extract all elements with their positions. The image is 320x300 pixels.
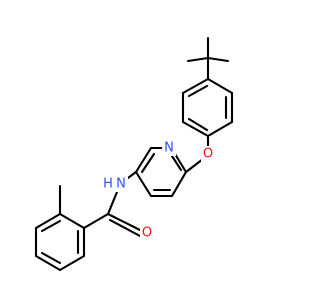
bond-tol-dbl-3 [40,219,62,233]
bond-tol-5 [34,212,62,230]
bond-ph-dbl-2 [187,117,209,132]
atom-labels: N O N H O [103,140,215,241]
mask-carbonyl-o [140,225,154,241]
bond-py-1 [173,152,188,174]
ether-oxygen-label: O [203,147,213,162]
bond-o-py [184,157,205,174]
bond-tol-2 [58,254,86,272]
bond-c-ar [82,212,110,230]
carbonyl-oxygen-label: O [142,226,152,241]
amide-nitrogen-label: N [116,177,126,192]
bond-tol-3 [34,254,62,272]
bond-ph-3 [206,120,234,138]
bond-tol-dbl-2 [40,251,62,265]
bond-c-o-1 [106,212,142,232]
bond-py-dbl-1 [170,154,183,172]
bonds [34,36,234,272]
bond-ph-6 [181,77,210,95]
bond-py-4 [134,170,153,198]
bond-c-o-2 [108,218,142,238]
bond-py-n [126,170,138,180]
bond-ph-dbl-3 [187,84,209,98]
bond-tol-6 [58,212,86,230]
bond-ph-4 [181,120,210,138]
bond-ph-1 [206,77,234,95]
bond-n-c [106,190,119,216]
bond-tbu-2 [186,56,210,63]
bond-py-3 [134,146,153,174]
amide-hydrogen-label: H [103,177,113,192]
mask-pyridine-n [162,140,176,156]
bond-py-dbl-2 [140,152,156,174]
bond-py-6 [170,170,188,198]
mask-amide-n [114,176,128,192]
mask-ether-o [201,146,215,162]
molecule-structure: N O N H O [34,36,234,272]
bond-tbu-3 [206,56,230,63]
pyridine-nitrogen-label: N [164,141,174,156]
